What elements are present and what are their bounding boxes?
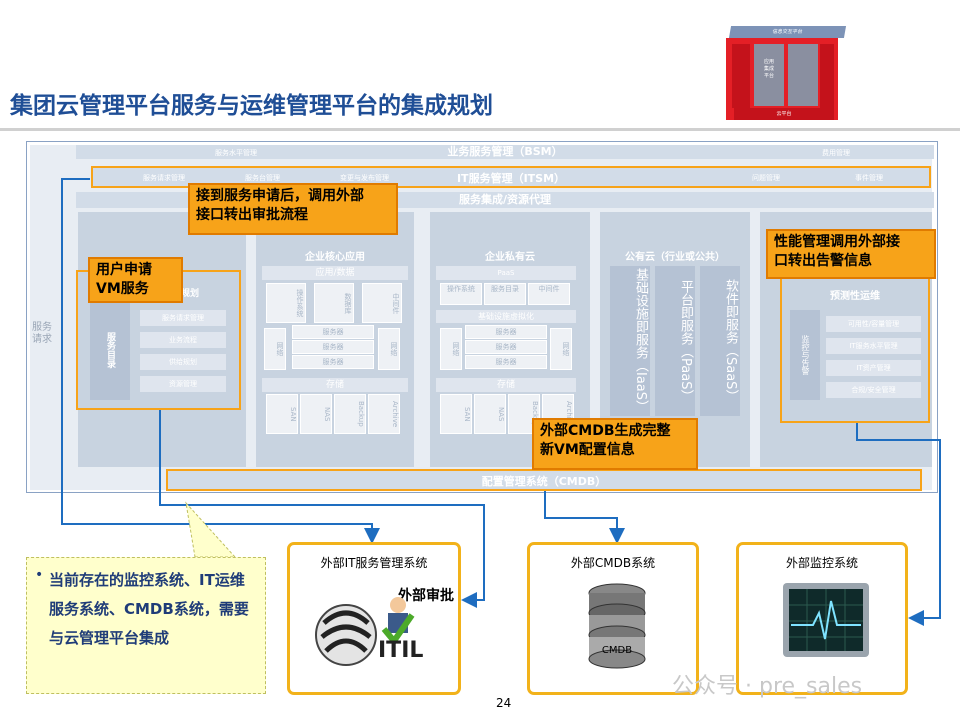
enterprise-network: 网络 — [264, 328, 286, 370]
paas-column: 平台即服务（PaaS） — [655, 266, 695, 416]
private-server: 服务器 — [465, 325, 547, 339]
enterprise-server: 服务器 — [292, 355, 374, 369]
right-item: IT资产管理 — [826, 360, 921, 376]
private-network: 网络 — [550, 328, 572, 370]
storage-item: Backup — [508, 394, 540, 434]
bsm-label: 业务服务管理（BSM） — [447, 145, 563, 158]
left-item: 资源管理 — [140, 376, 226, 392]
external-approval-label: 外部审批 — [398, 588, 454, 604]
callout-perf-alert: 性能管理调用外部接 口转出告警信息 — [766, 229, 936, 279]
bsm-left-label: 服务水平管理 — [215, 149, 257, 157]
private-storage: 存储 — [436, 378, 576, 392]
monitoring-system-label: 外部监控系统 — [785, 556, 858, 570]
cmdb-icon-label: CMDB — [602, 645, 632, 656]
cmdb-system-box: 外部CMDB系统 CMDB — [527, 542, 699, 695]
page-number: 24 — [496, 696, 512, 710]
itil-logo-icon: ITIL — [315, 597, 423, 666]
storage-item: NAS — [474, 394, 506, 434]
note-pointer — [185, 501, 237, 558]
thumb-bottom-bar: 云平台 — [734, 108, 834, 120]
itil-logo-text: ITIL — [378, 638, 423, 663]
enterprise-network: 网络 — [378, 328, 400, 370]
enterprise-cell: 中间件 — [362, 283, 402, 323]
left-item: 供给规划 — [140, 354, 226, 370]
storage-item: SAN — [266, 394, 298, 434]
bsm-bar: 业务服务管理（BSM） — [76, 145, 934, 159]
service-catalog: 服务目录 — [90, 300, 130, 400]
itsm-item: 问题管理 — [752, 174, 780, 182]
monitor-heartbeat-icon — [783, 583, 869, 657]
itsm-bar — [91, 166, 931, 188]
enterprise-cell: 操作系统 — [266, 283, 306, 323]
monitoring-alert: 监控与告警 — [790, 310, 820, 400]
left-item: 业务流程 — [140, 332, 226, 348]
itsm-label: IT服务管理（ITSM） — [456, 172, 566, 185]
bsm-right-label: 费用管理 — [822, 149, 850, 157]
itsm-item: 事件管理 — [855, 174, 883, 182]
private-network: 网络 — [440, 328, 462, 370]
storage-item: Archive — [368, 394, 400, 434]
private-cell: 操作系统 — [440, 283, 482, 305]
private-cloud-header: 企业私有云 — [485, 252, 535, 263]
private-cell: 中间件 — [528, 283, 570, 305]
itsm-system-label: 外部IT服务管理系统 — [320, 556, 428, 570]
database-icon: CMDB — [588, 583, 646, 669]
page-title: 集团云管理平台服务与运维管理平台的集成规划 — [10, 93, 493, 119]
itsm-item: 服务请求管理 — [143, 174, 185, 182]
storage-item: NAS — [300, 394, 332, 434]
paas-label: PaaS — [436, 266, 576, 280]
note-text: 当前存在的监控系统、IT运维服务系统、CMDB系统，需要与云管理平台集成 — [49, 571, 249, 647]
predictive-ops-header: 预测性运维 — [830, 291, 880, 302]
virtualization-label: 基础设施虚拟化 — [436, 310, 576, 323]
storage-item: Backup — [334, 394, 366, 434]
architecture-thumbnail: 信息交互平台 应用 集成 平台 云平台 — [720, 24, 860, 122]
service-request-side-label: 服务 请求 — [32, 322, 52, 345]
private-server: 服务器 — [465, 340, 547, 354]
private-server: 服务器 — [465, 355, 547, 369]
enterprise-storage: 存储 — [262, 378, 408, 392]
cmdb-system-label: 外部CMDB系统 — [570, 556, 656, 570]
enterprise-server: 服务器 — [292, 325, 374, 339]
title-divider — [0, 128, 960, 131]
saas-column: 软件即服务（SaaS） — [700, 266, 740, 416]
enterprise-sub: 应用/数据 — [262, 266, 408, 280]
callout-apply-approval: 接到服务申请后，调用外部 接口转出审批流程 — [188, 183, 398, 235]
iaas-column: 基础设施即服务（IaaS） — [610, 266, 650, 416]
enterprise-cell: 数据库 — [314, 283, 354, 323]
enterprise-header: 企业核心应用 — [305, 252, 365, 263]
left-item: 服务请求管理 — [140, 310, 226, 326]
callout-vm-request: 用户申请 VM服务 — [88, 257, 183, 303]
bullet-dot-icon: • — [35, 567, 44, 583]
public-cloud-header: 公有云（行业或公共） — [625, 252, 725, 263]
right-item: 合规/安全管理 — [826, 382, 921, 398]
itsm-system-box: 外部IT服务管理系统 外部审批 ITIL — [287, 542, 461, 695]
cmdb-bar-label: 配置管理系统（CMDB） — [481, 475, 607, 488]
itsm-item: 变更与发布管理 — [340, 174, 389, 182]
integration-label: 服务集成/资源代理 — [458, 193, 552, 206]
storage-item: SAN — [440, 394, 472, 434]
private-cell: 服务目录 — [484, 283, 526, 305]
right-item: IT服务水平管理 — [826, 338, 921, 354]
watermark: 公众号 · pre_sales — [672, 674, 863, 699]
right-item: 可用性/容量管理 — [826, 316, 921, 332]
itsm-item: 服务台管理 — [245, 174, 280, 182]
cmdb-bar — [166, 469, 922, 491]
note-box: • 当前存在的监控系统、IT运维服务系统、CMDB系统，需要与云管理平台集成 — [26, 557, 266, 694]
thumb-app-block: 应用 集成 平台 — [754, 44, 784, 106]
monitoring-system-box: 外部监控系统 — [736, 542, 908, 695]
callout-cmdb-config: 外部CMDB生成完整 新VM配置信息 — [532, 418, 698, 470]
enterprise-server: 服务器 — [292, 340, 374, 354]
